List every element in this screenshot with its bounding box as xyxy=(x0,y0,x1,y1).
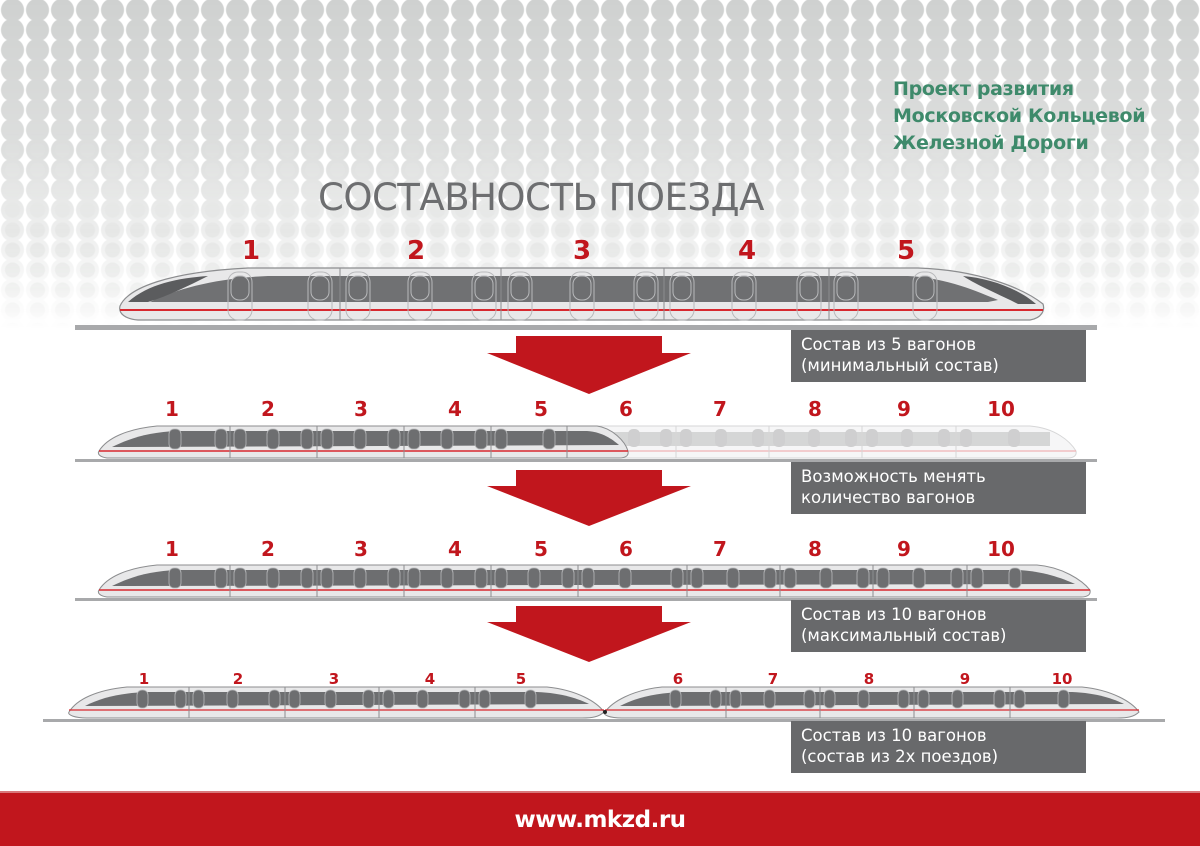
caption-10-cars: Состав из 10 вагонов (максимальный соста… xyxy=(791,600,1086,652)
car-number-1: 1 xyxy=(138,670,150,688)
car-number-1: 1 xyxy=(165,537,179,561)
website-link[interactable]: www.mkzd.ru xyxy=(514,806,686,833)
caption-line-2: (минимальный состав) xyxy=(801,356,999,375)
caption-line-2: количество вагонов xyxy=(801,488,976,507)
car-number-3: 3 xyxy=(354,397,368,421)
car-number-3: 3 xyxy=(328,670,340,688)
rail-track xyxy=(75,325,1097,330)
caption-variable-cars: Возможность менять количество вагонов xyxy=(791,462,1086,514)
down-arrow-icon xyxy=(487,470,691,526)
car-number-10: 10 xyxy=(987,537,1015,561)
rail-track xyxy=(75,598,1097,601)
car-number-7: 7 xyxy=(713,537,727,561)
train-unit-b xyxy=(603,686,1140,719)
car-number-4: 4 xyxy=(448,397,462,421)
car-number-6: 6 xyxy=(619,397,633,421)
car-number-2: 2 xyxy=(232,670,244,688)
car-number-2: 2 xyxy=(261,537,275,561)
car-number-7: 7 xyxy=(767,670,779,688)
car-number-9: 9 xyxy=(897,537,911,561)
car-number-9: 9 xyxy=(959,670,971,688)
train-10-cars xyxy=(97,564,1091,598)
train-base-5-cars xyxy=(97,425,629,459)
car-number-8: 8 xyxy=(808,397,822,421)
train-unit-a xyxy=(68,686,605,719)
car-number-1: 1 xyxy=(165,397,179,421)
car-number-4: 4 xyxy=(737,236,757,266)
car-number-1: 1 xyxy=(241,236,261,266)
caption-line-2: (состав из 2х поездов) xyxy=(801,747,999,766)
caption-line-1: Состав из 5 вагонов xyxy=(801,335,977,354)
down-arrow-icon xyxy=(487,606,691,662)
car-number-10: 10 xyxy=(987,397,1015,421)
car-number-3: 3 xyxy=(572,236,592,266)
rail-track xyxy=(75,459,1097,462)
rail-track xyxy=(43,719,1165,722)
car-number-3: 3 xyxy=(354,537,368,561)
car-number-5: 5 xyxy=(534,397,548,421)
caption-line-1: Состав из 10 вагонов xyxy=(801,605,987,624)
car-number-2: 2 xyxy=(261,397,275,421)
car-number-6: 6 xyxy=(672,670,684,688)
car-number-6: 6 xyxy=(619,537,633,561)
caption-line-2: (максимальный состав) xyxy=(801,626,1007,645)
car-number-5: 5 xyxy=(896,236,916,266)
car-number-8: 8 xyxy=(808,537,822,561)
car-number-7: 7 xyxy=(713,397,727,421)
project-title-line-3: Железной Дороги xyxy=(893,132,1089,154)
caption-line-1: Состав из 10 вагонов xyxy=(801,726,987,745)
project-title-line-2: Московской Кольцевой xyxy=(893,105,1146,127)
car-number-8: 8 xyxy=(863,670,875,688)
caption-5-cars: Состав из 5 вагонов (минимальный состав) xyxy=(791,330,1086,382)
down-arrow-icon xyxy=(487,336,691,394)
project-title: Проект развития Московской Кольцевой Жел… xyxy=(893,76,1193,157)
train-faded-extra-cars xyxy=(579,425,1077,459)
footer-bar: www.mkzd.ru xyxy=(0,791,1200,846)
page-title: СОСТАВНОСТЬ ПОЕЗДА xyxy=(318,176,764,219)
car-number-5: 5 xyxy=(515,670,527,688)
caption-2x5-cars: Состав из 10 вагонов (состав из 2х поезд… xyxy=(791,721,1086,773)
car-number-2: 2 xyxy=(406,236,426,266)
car-number-10: 10 xyxy=(1051,670,1073,688)
caption-line-1: Возможность менять xyxy=(801,467,986,486)
train-5-cars xyxy=(119,267,1045,321)
car-number-9: 9 xyxy=(897,397,911,421)
car-number-5: 5 xyxy=(534,537,548,561)
car-number-4: 4 xyxy=(448,537,462,561)
car-number-4: 4 xyxy=(424,670,436,688)
project-title-line-1: Проект развития xyxy=(893,78,1074,100)
